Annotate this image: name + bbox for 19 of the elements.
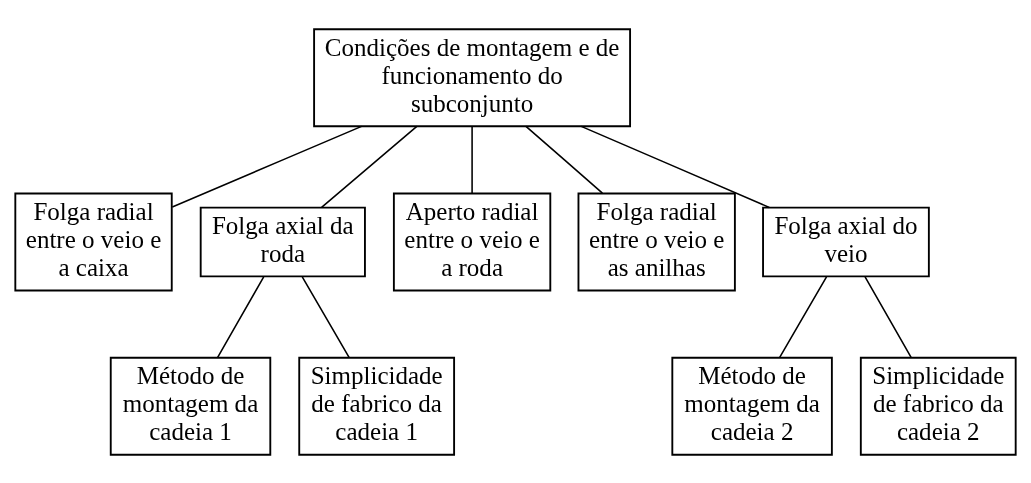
connector xyxy=(580,125,771,208)
node-box: Método de montagem da cadeia 2 xyxy=(671,356,833,456)
connector xyxy=(320,125,418,208)
node-box: Folga axial da roda xyxy=(199,206,366,277)
connector xyxy=(525,125,604,194)
connector xyxy=(171,125,363,208)
node-box: Condições de montagem e de funcionamento do subconjunto xyxy=(313,27,632,127)
connector xyxy=(864,275,912,358)
node-box: Folga axial do veio xyxy=(762,206,930,277)
node-box: Aperto radial entre o veio e a roda xyxy=(392,192,552,291)
connector xyxy=(301,275,350,358)
node-box: Folga radial entre o veio e as anilhas xyxy=(577,192,736,291)
connector xyxy=(471,125,473,194)
node-box: Simplicidade de fabrico da cadeia 1 xyxy=(298,356,456,456)
node-box: Simplicidade de fabrico da cadeia 2 xyxy=(859,356,1017,456)
node-box: Folga radial entre o veio e a caixa xyxy=(14,192,173,291)
connector xyxy=(216,275,265,358)
node-box: Método de montagem da cadeia 1 xyxy=(109,356,272,456)
connector xyxy=(778,275,828,358)
